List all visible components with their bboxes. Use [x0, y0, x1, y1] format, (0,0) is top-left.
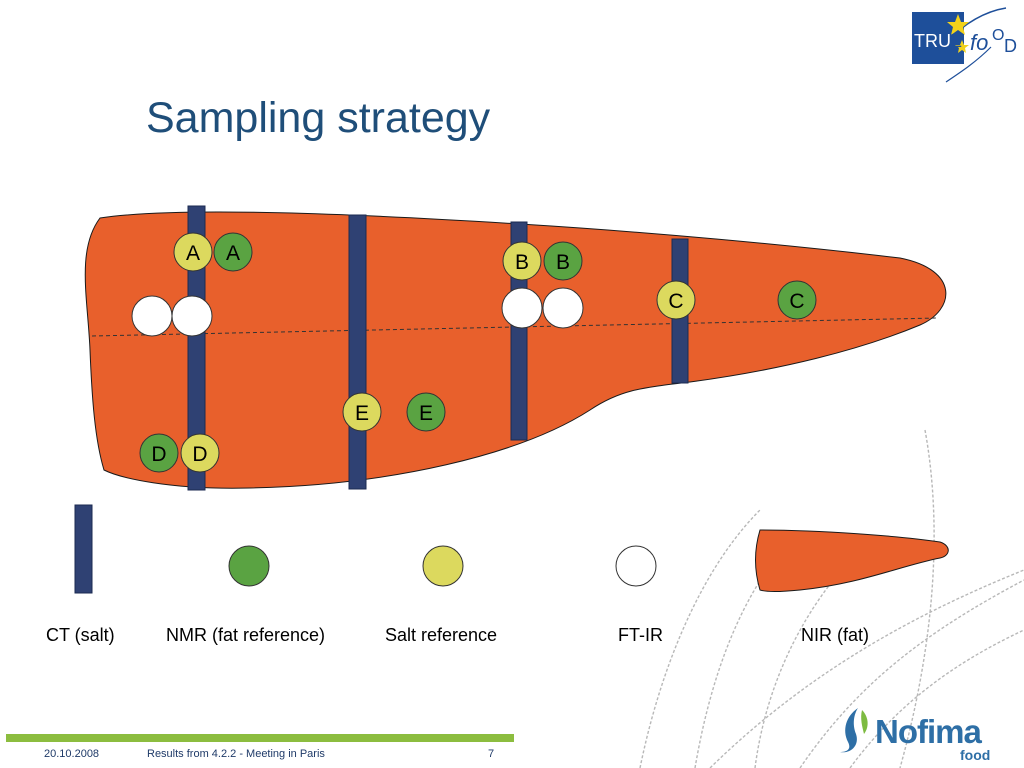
nofima-logo-icon	[840, 708, 868, 753]
truefood-logo-graphic: TRU E fo O D	[912, 7, 1017, 83]
footer-date: 20.10.2008	[44, 748, 100, 760]
sample-nmr-e: E	[406, 392, 446, 432]
sample-salt-e: E	[342, 392, 382, 432]
svg-text:C: C	[789, 290, 804, 313]
nofima-logo-text: Nofima	[875, 713, 982, 750]
legend-nir-symbol	[755, 529, 949, 592]
sample-nmr-c: C	[777, 280, 817, 320]
sample-nmr-b: B	[543, 241, 583, 281]
ftir-sample	[131, 295, 173, 337]
ftir-sample	[501, 287, 543, 329]
legend-label-nmr: NMR (fat reference)	[166, 625, 326, 645]
nofima-logo-subtext: food	[960, 747, 991, 763]
sample-salt-b: B	[502, 241, 542, 281]
svg-text:E: E	[419, 402, 433, 425]
sample-salt-a: A	[173, 232, 213, 272]
svg-text:C: C	[668, 290, 683, 313]
footer-bar	[6, 734, 514, 742]
legend-label-ct: CT (salt)	[46, 625, 115, 645]
svg-text:A: A	[186, 242, 200, 265]
ftir-sample	[171, 295, 213, 337]
svg-text:D: D	[1004, 36, 1017, 56]
legend-ct-symbol	[74, 504, 93, 594]
legend-nmr-symbol	[228, 545, 270, 587]
svg-text:D: D	[192, 443, 207, 466]
svg-text:A: A	[226, 242, 240, 265]
ftir-sample	[542, 287, 584, 329]
svg-text:E: E	[950, 31, 962, 51]
footer-page-number: 7	[488, 748, 495, 760]
svg-text:O: O	[992, 27, 1004, 44]
sample-nmr-d: D	[139, 433, 179, 473]
ct-bar	[348, 214, 367, 490]
legend-label-salt: Salt reference	[385, 625, 498, 645]
svg-text:B: B	[515, 251, 529, 274]
sample-nmr-a: A	[213, 232, 253, 272]
sample-salt-d: D	[180, 433, 220, 473]
svg-text:TRU: TRU	[914, 31, 951, 51]
legend-ftir-symbol	[615, 545, 657, 587]
legend-salt-symbol	[422, 545, 464, 587]
footer-source: Results from 4.2.2 - Meeting in Paris	[147, 748, 325, 760]
truefood-logo: TRU E fo O D	[906, 2, 1024, 88]
legend-label-nir: NIR (fat)	[801, 625, 870, 645]
slide-title: Sampling strategy	[146, 94, 491, 142]
svg-text:B: B	[556, 251, 570, 274]
sample-salt-c: C	[656, 280, 696, 320]
svg-text:fo: fo	[970, 30, 988, 55]
legend-label-ftir: FT-IR	[618, 625, 663, 645]
svg-text:D: D	[151, 443, 166, 466]
svg-text:E: E	[355, 402, 369, 425]
ct-bar	[187, 205, 206, 491]
